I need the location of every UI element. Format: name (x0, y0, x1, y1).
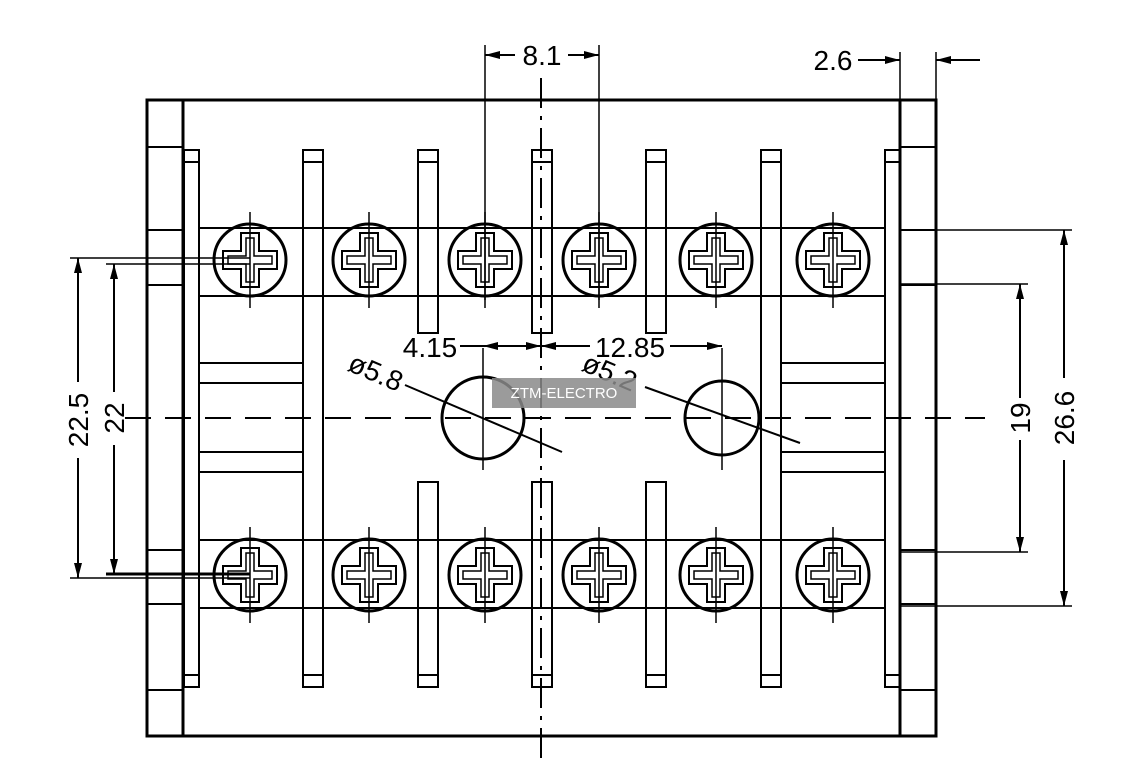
watermark-text: ZTM-ELECTRO (511, 385, 618, 402)
lower-screw-row (212, 527, 871, 623)
dim-2-6-label: 2.6 (814, 45, 853, 76)
dim-8-1-label: 8.1 (523, 40, 562, 71)
diameter-leader-left (404, 384, 563, 453)
screw-head (331, 212, 407, 308)
screw-head (678, 527, 754, 623)
center-lines (125, 78, 985, 762)
screw-head (331, 527, 407, 623)
dim-left-inner: 22 (99, 263, 250, 576)
dim-right-inner: 19 (900, 283, 1036, 553)
dim-19-label: 19 (1005, 402, 1036, 433)
dim-22-label: 22 (99, 402, 130, 433)
dim-4-15-label: 4.15 (403, 332, 458, 363)
left-center-bars (199, 362, 303, 473)
screw-head (447, 527, 523, 623)
dim-22-5-label: 22.5 (63, 393, 94, 448)
dim-hole-offset: 4.15 (403, 332, 541, 363)
dim-12-85-label: 12.85 (595, 332, 665, 363)
dim-26-6-label: 26.6 (1049, 391, 1080, 446)
dim-top-pitch: 8.1 (484, 40, 600, 300)
watermark: ZTM-ELECTRO (492, 378, 636, 408)
dim-top-right: 2.6 (814, 45, 980, 100)
hole-diameter-left-label: ø5.8 (344, 347, 408, 397)
screw-head (561, 527, 637, 623)
screw-head (678, 212, 754, 308)
diameter-leader-right (644, 386, 801, 444)
screw-head (795, 212, 871, 308)
dim-right-outer: 26.6 (900, 229, 1080, 607)
dim-left-outer: 22.5 (63, 257, 250, 579)
dim-hole-spacing: 12.85 (541, 332, 722, 363)
right-center-bars (780, 362, 884, 473)
screw-head (795, 527, 871, 623)
screw-head (212, 212, 288, 308)
